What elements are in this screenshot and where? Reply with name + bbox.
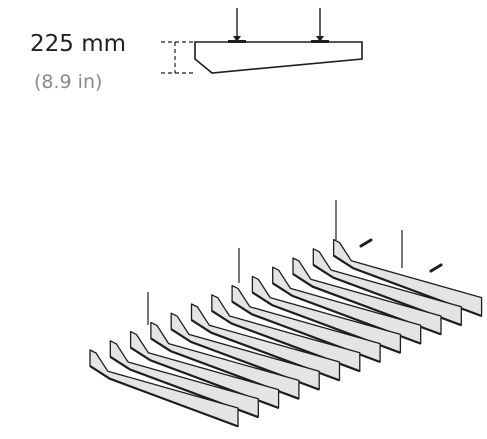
section-profile-view	[161, 8, 363, 74]
connector-pin	[429, 263, 443, 273]
height-dimension-metric: 225 mm	[30, 31, 126, 57]
baffle-array-isometric	[89, 200, 483, 428]
dimension-annotation: 225 mm (8.9 in)	[30, 31, 126, 93]
baffle-profile	[194, 41, 363, 74]
baffle-bottom-edge	[89, 365, 239, 428]
cable-fitting	[233, 36, 241, 42]
connector-pin	[359, 238, 373, 248]
height-dimension-imperial: (8.9 in)	[34, 71, 102, 93]
dimension-lines	[161, 41, 193, 74]
cable-fitting	[316, 36, 324, 42]
